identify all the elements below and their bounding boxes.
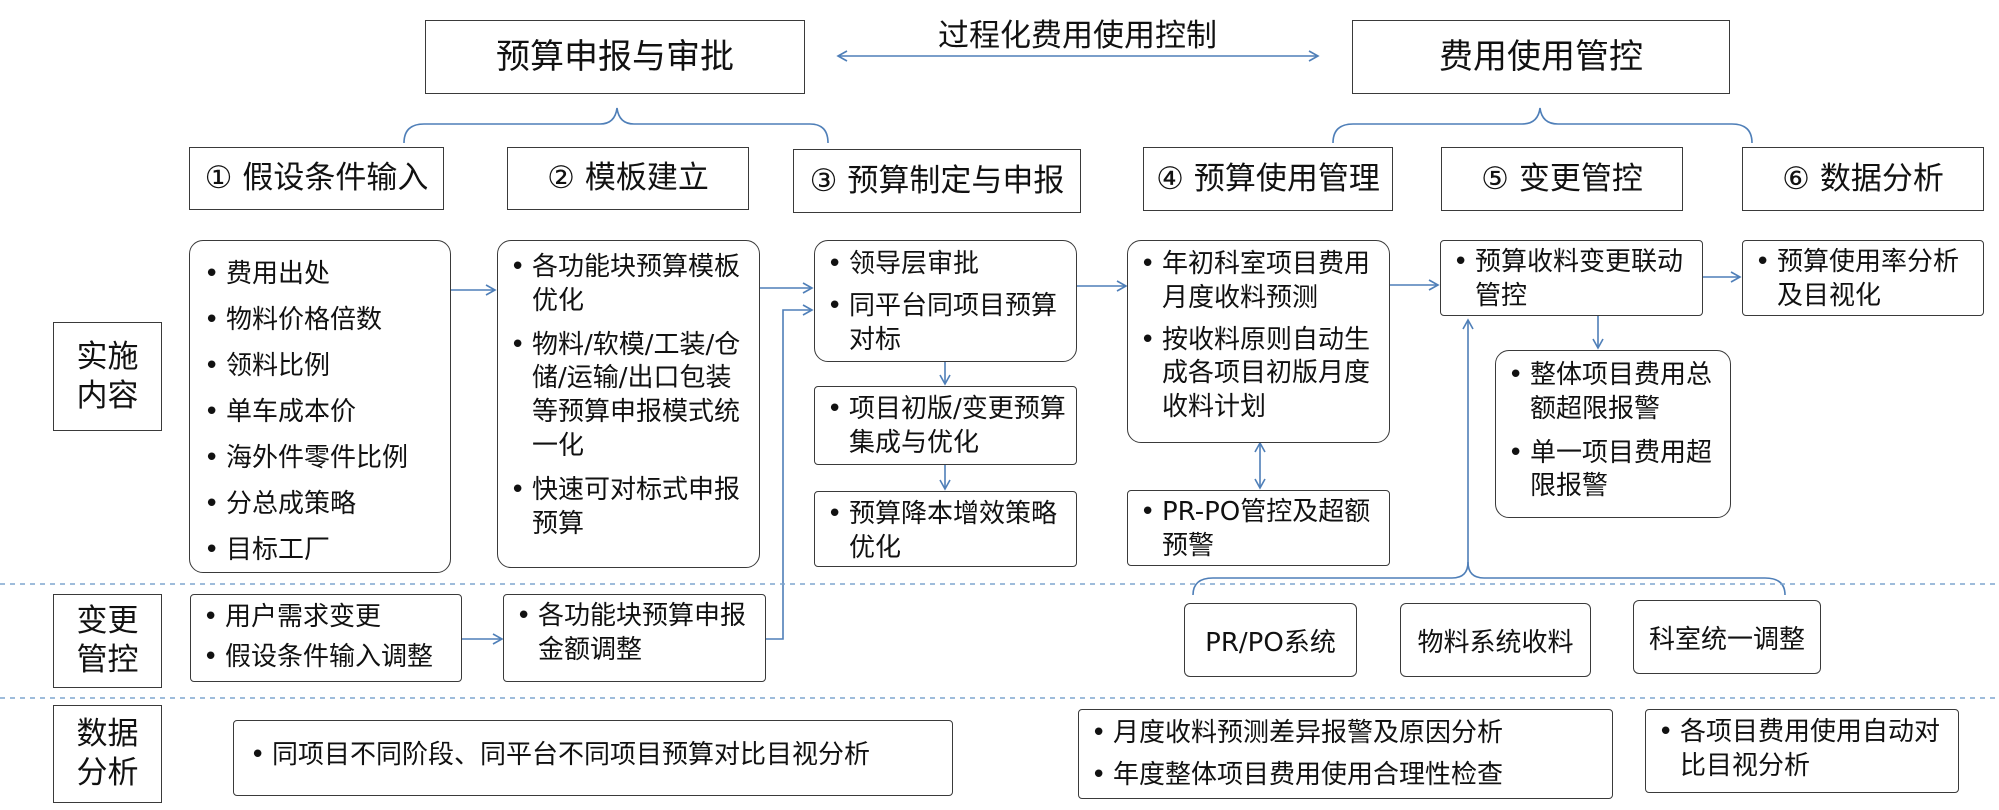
impl-overrun-alarm-list: 整体项目费用总额超限报警 单一项目费用超限报警: [1495, 350, 1731, 518]
system-material-receipt: 物料系统收料: [1400, 603, 1591, 677]
system-dept-adjust: 科室统一调整: [1633, 600, 1821, 674]
list-item: 整体项目费用总额超限报警: [1504, 359, 1722, 427]
impl-assumptions-list: 费用出处 物料价格倍数 领料比例 单车成本价 海外件零件比例 分总成策略 目标工…: [189, 240, 451, 573]
system-prpo: PR/PO系统: [1184, 603, 1357, 677]
list-item: 同平台同项目预算对标: [823, 290, 1066, 358]
brace-usage: [1332, 107, 1753, 144]
impl-template-list: 各功能块预算模板优化 物料/软模/工装/仓储/运输/出口包装等预算申报模式统一化…: [497, 240, 760, 568]
analysis-monthly-yearly: 月度收料预测差异报警及原因分析 年度整体项目费用使用合理性检查: [1078, 709, 1613, 799]
stage-1-label: ① 假设条件输入: [204, 160, 429, 197]
list-item: 假设条件输入调整: [199, 637, 453, 677]
list-item: 各功能块预算申报金额调整: [512, 600, 757, 668]
system-prpo-label: PR/PO系统: [1205, 627, 1336, 658]
stage-5-label: ⑤ 变更管控: [1481, 160, 1643, 197]
analysis-budget-comparison: 同项目不同阶段、同平台不同项目预算对比目视分析: [233, 720, 953, 796]
stage-3-label: ③ 预算制定与申报: [809, 162, 1065, 199]
list-item: 领料比例: [200, 343, 438, 389]
stage-6: ⑥ 数据分析: [1742, 147, 1984, 211]
list-item: 费用出处: [200, 251, 438, 297]
system-material-receipt-label: 物料系统收料: [1417, 627, 1574, 658]
stage-2: ② 模板建立: [507, 147, 749, 210]
list-item: 年度整体项目费用使用合理性检查: [1087, 754, 1604, 796]
budget-header-text: 预算申报与审批: [496, 36, 734, 77]
impl-usage-mgmt-list: 年初科室项目费用月度收料预测 按收料原则自动生成各项目初版月度收料计划: [1127, 240, 1390, 443]
system-dept-adjust-label: 科室统一调整: [1648, 624, 1805, 655]
list-item: 年初科室项目费用月度收料预测: [1136, 248, 1379, 316]
change-triggers-list: 用户需求变更 假设条件输入调整: [190, 594, 462, 682]
impl-costdown-box: 预算降本增效策略优化: [814, 491, 1077, 567]
row-label-analysis: 数据分析: [53, 705, 162, 803]
row-label-implementation: 实施内容: [53, 322, 162, 431]
brace-budget: [403, 107, 829, 144]
list-item: 预算收料变更联动管控: [1449, 246, 1692, 314]
row-label-change-control-text: 变更管控: [76, 603, 139, 678]
row-label-implementation-text: 实施内容: [76, 338, 139, 414]
list-item: 领导层审批: [823, 248, 1066, 282]
list-item: 同项目不同阶段、同平台不同项目预算对比目视分析: [246, 739, 942, 773]
list-item: 用户需求变更: [199, 597, 453, 637]
brace-systems-right: [1467, 561, 1786, 596]
usage-header: 费用使用管控: [1352, 20, 1730, 94]
impl-prpo-box: PR-PO管控及超额预警: [1127, 490, 1390, 566]
stage-3: ③ 预算制定与申报: [793, 149, 1081, 213]
stage-4: ④ 预算使用管理: [1143, 147, 1393, 211]
row-label-change-control: 变更管控: [53, 594, 162, 688]
list-item: 预算使用率分析及目视化: [1751, 246, 1975, 314]
list-item: 月度收料预测差异报警及原因分析: [1087, 712, 1604, 754]
list-item: 预算降本增效策略优化: [823, 498, 1066, 566]
usage-header-text: 费用使用管控: [1439, 36, 1643, 77]
list-item: 快速可对标式申报预算: [506, 474, 747, 542]
list-item: 物料价格倍数: [200, 297, 438, 343]
analysis-auto-comparison: 各项目费用使用自动对比目视分析: [1645, 709, 1959, 793]
impl-usage-analysis-box: 预算使用率分析及目视化: [1742, 240, 1984, 316]
row-label-analysis-text: 数据分析: [76, 716, 139, 791]
change-amount-adjust-box: 各功能块预算申报金额调整: [503, 594, 766, 682]
list-item: 海外件零件比例: [200, 435, 438, 481]
list-item: 分总成策略: [200, 481, 438, 527]
budget-header: 预算申报与审批: [425, 20, 805, 94]
list-item: 单车成本价: [200, 389, 438, 435]
stage-1: ① 假设条件输入: [189, 147, 444, 210]
list-item: 单一项目费用超限报警: [1504, 437, 1722, 505]
list-item: 物料/软模/工装/仓储/运输/出口包装等预算申报模式统一化: [506, 329, 747, 464]
list-item: 各项目费用使用自动对比目视分析: [1654, 716, 1950, 784]
list-item: 按收料原则自动生成各项目初版月度收料计划: [1136, 324, 1379, 425]
list-item: 项目初版/变更预算集成与优化: [823, 393, 1066, 461]
stage-4-label: ④ 预算使用管理: [1156, 160, 1380, 197]
arrow-change-to-c3: [766, 304, 814, 640]
impl-integration-box: 项目初版/变更预算集成与优化: [814, 386, 1077, 465]
impl-change-linkage-box: 预算收料变更联动管控: [1440, 240, 1703, 316]
stage-2-label: ② 模板建立: [547, 160, 709, 197]
list-item: PR-PO管控及超额预警: [1136, 496, 1379, 564]
stage-6-label: ⑥ 数据分析: [1782, 160, 1944, 197]
impl-approval-list: 领导层审批 同平台同项目预算对标: [814, 240, 1077, 362]
list-item: 目标工厂: [200, 527, 438, 573]
stage-5: ⑤ 变更管控: [1441, 147, 1683, 211]
process-title: 过程化费用使用控制: [938, 18, 1217, 54]
list-item: 各功能块预算模板优化: [506, 251, 747, 319]
